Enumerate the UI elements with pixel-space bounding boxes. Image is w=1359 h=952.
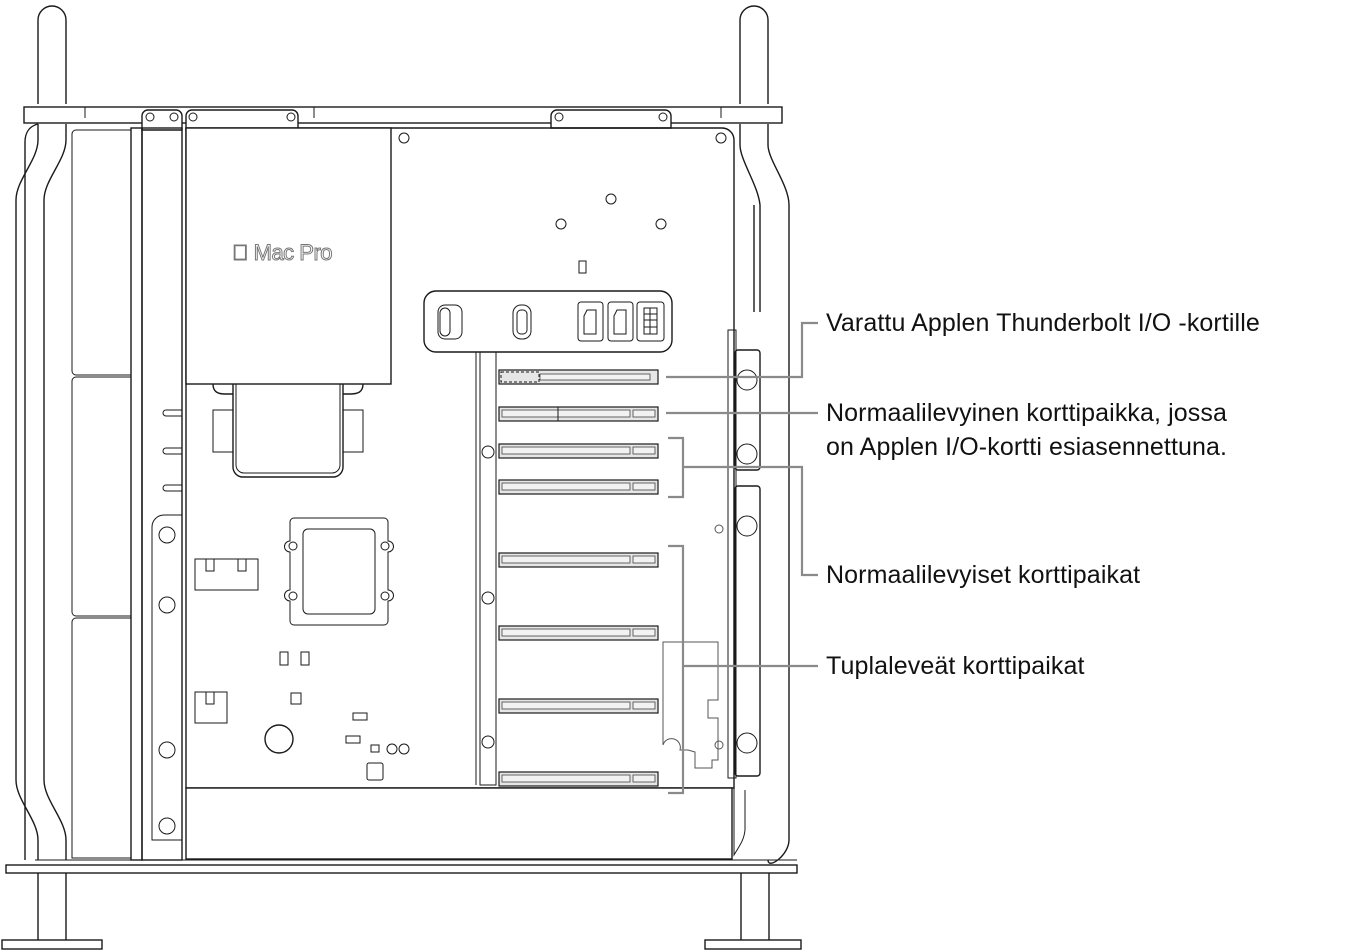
sata-port-icon — [607, 301, 634, 342]
callout-bracket-single-wide — [668, 436, 685, 499]
aux-power-connector-icon — [636, 301, 665, 342]
left-handle — [15, 5, 67, 860]
callout-lines — [666, 321, 818, 795]
callout-label-apple-io: Normaalilevyinen korttipaikka, jossa on … — [826, 399, 1228, 461]
power-button-icon — [437, 304, 463, 340]
pcie-slot-7[interactable] — [498, 698, 659, 714]
callout-bracket-double-wide — [668, 544, 685, 795]
pcie-slots — [498, 369, 659, 787]
logic-board — [185, 127, 735, 789]
pcie-guide-rail — [475, 351, 497, 786]
pcie-slot-1[interactable] — [498, 369, 659, 385]
right-rail — [714, 329, 761, 779]
pcie-slot-6[interactable] — [498, 625, 659, 641]
power-supply-module — [185, 127, 392, 385]
left-rail — [151, 409, 182, 841]
memory-socket — [284, 517, 394, 626]
pcie-slot-8[interactable] — [498, 771, 659, 787]
cpu-heatsink — [212, 383, 364, 478]
top-latch-tabs — [141, 109, 672, 131]
bottom-bay — [185, 787, 733, 860]
mac-pro-logo:  Mac Pro — [232, 240, 334, 266]
product-name: Mac Pro — [232, 240, 333, 266]
sata-port-icon — [577, 301, 604, 342]
pcie-slot-3[interactable] — [498, 443, 659, 459]
pcie-slot-2[interactable] — [498, 406, 659, 422]
usb-c-port-icon — [512, 304, 532, 340]
pcie-slot-4[interactable] — [498, 479, 659, 495]
callout-label-thunderbolt-io: Varattu Applen Thunderbolt I/O -kortille — [826, 309, 1260, 337]
fan-bays — [71, 127, 183, 861]
callout-label-double-wide: Tuplaleveät korttipaikat — [826, 652, 1085, 680]
right-handle — [739, 5, 790, 864]
io-panel — [423, 290, 673, 353]
board-components — [194, 558, 410, 781]
callout-line-thunderbolt — [666, 321, 818, 379]
mpx-bracket — [662, 641, 719, 769]
base-frame — [5, 864, 798, 874]
pcie-slot-5[interactable] — [498, 552, 659, 568]
callout-label-single-wide: Normaalilevyiset korttipaikat — [826, 561, 1141, 589]
feet — [1, 873, 802, 950]
apple-logo-icon:  — [232, 240, 250, 266]
